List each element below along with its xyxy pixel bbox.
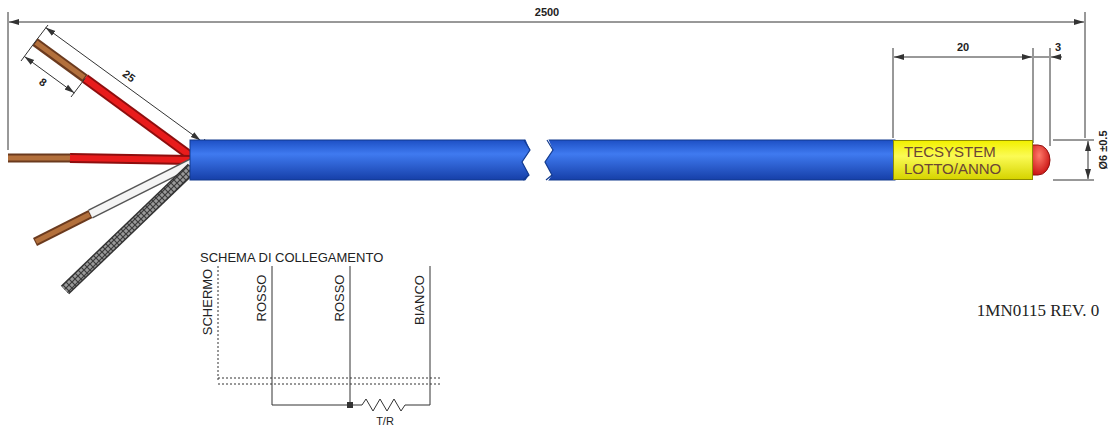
band-text: LOTTO/ANNO	[904, 160, 1028, 177]
component-name: T/R	[376, 415, 394, 427]
cable	[190, 136, 895, 184]
dimension-diameter	[1053, 140, 1094, 180]
dimension-value: 3	[1055, 41, 1061, 53]
label-band: TECSYSTEMLOTTO/ANNO	[893, 140, 1033, 180]
wire-name: ROSSO	[333, 275, 347, 322]
dimension-value: 8	[35, 74, 50, 90]
dimension-2500	[8, 12, 1085, 150]
dimension-value: 2500	[535, 6, 559, 18]
wires	[8, 42, 192, 290]
sensor-tip	[1032, 145, 1050, 175]
wire-name: SCHERMO	[201, 269, 215, 335]
dimension-value: 20	[957, 41, 969, 53]
drawing-number: 1MN0115 REV. 0	[977, 302, 1099, 321]
band-text: TECSYSTEM	[904, 143, 1028, 160]
schema-title: SCHEMA DI COLLEGAMENTO	[200, 251, 383, 265]
dimension-probe	[893, 48, 1062, 146]
wiring-schema	[218, 266, 442, 411]
dimension-wire	[21, 25, 205, 157]
wire-name: ROSSO	[255, 275, 269, 322]
wire-name: BIANCO	[413, 275, 427, 325]
diameter-dimension: Ø6 ±0.5	[1097, 130, 1109, 169]
